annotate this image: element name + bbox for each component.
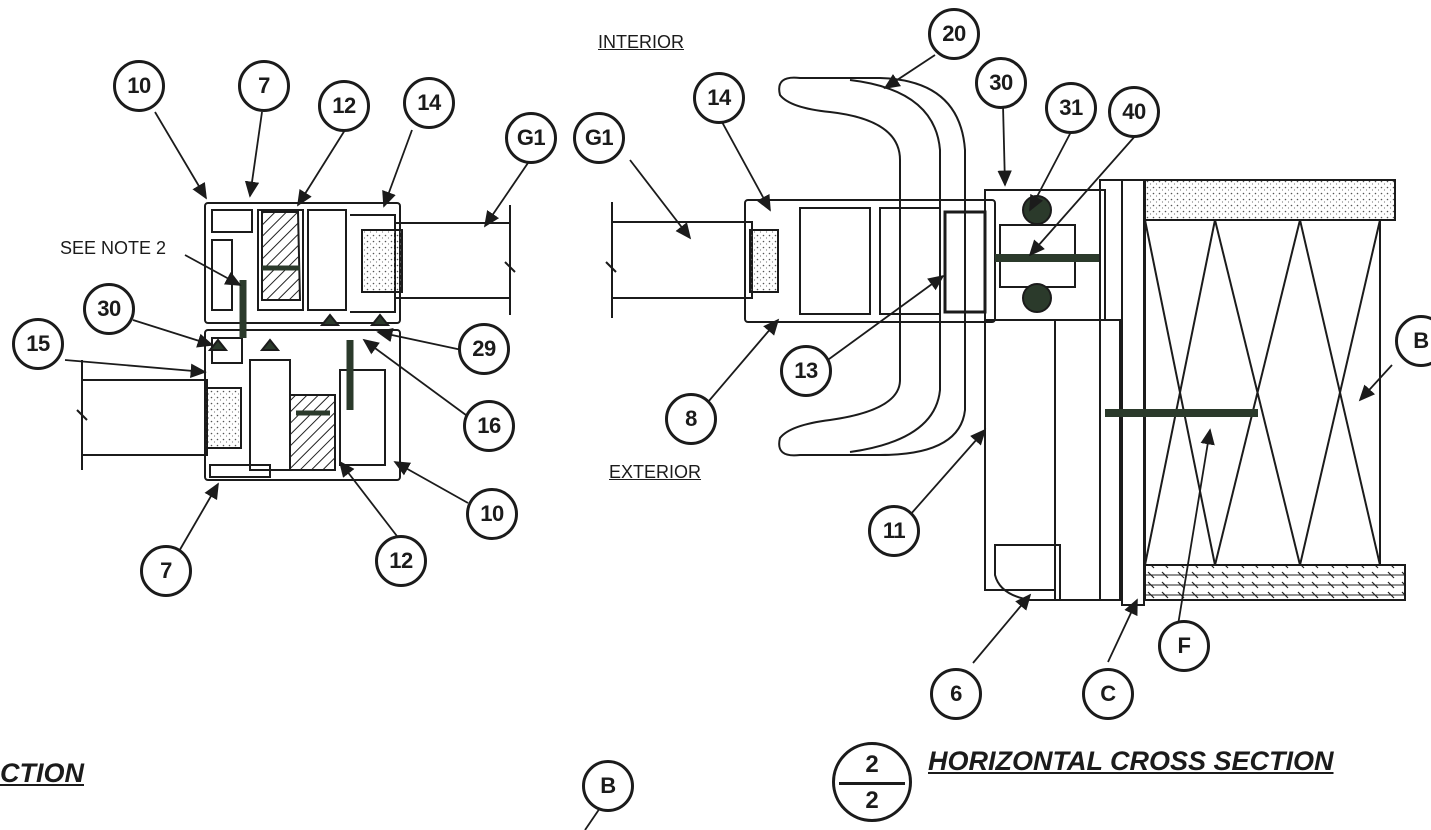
callout-10-lower: 10	[466, 488, 518, 540]
callout-40: 40	[1108, 86, 1160, 138]
callout-30-right: 30	[975, 57, 1027, 109]
callout-6: 6	[930, 668, 982, 720]
callout-12-lower: 12	[375, 535, 427, 587]
callout-7-upper: 7	[238, 60, 290, 112]
callout-14-right: 14	[693, 72, 745, 124]
bottom-leader	[584, 807, 601, 830]
section-divider	[839, 782, 905, 785]
section-number-top: 2	[865, 751, 879, 778]
callout-20: 20	[928, 8, 980, 60]
callout-31: 31	[1045, 82, 1097, 134]
callout-11: 11	[868, 505, 920, 557]
exterior-label: EXTERIOR	[609, 462, 702, 482]
callout-15: 15	[12, 318, 64, 370]
interior-label: INTERIOR	[598, 32, 685, 52]
callout-b-bottom: B	[582, 760, 634, 812]
left-section-detail	[76, 202, 516, 481]
section-title: HORIZONTAL CROSS SECTION	[928, 746, 1334, 776]
see-note-label: SEE NOTE 2	[60, 238, 167, 258]
callout-b-right: B	[1395, 315, 1431, 367]
callout-13: 13	[780, 345, 832, 397]
callout-14-left: 14	[403, 77, 455, 129]
callout-29: 29	[458, 323, 510, 375]
callout-g1-right: G1	[573, 112, 625, 164]
callout-f: F	[1158, 620, 1210, 672]
callout-g1-left: G1	[505, 112, 557, 164]
section-number-bottom: 2	[865, 787, 879, 814]
right-leader-lines	[629, 54, 1393, 664]
callout-10-upper: 10	[113, 60, 165, 112]
right-section-detail	[605, 76, 1406, 606]
callout-30-left: 30	[83, 283, 135, 335]
callout-c: C	[1082, 668, 1134, 720]
callout-7-lower: 7	[140, 545, 192, 597]
section-number-symbol: 2 2	[832, 742, 912, 822]
left-title-fragment: CTION	[0, 758, 84, 788]
callout-16: 16	[463, 400, 515, 452]
callout-12-upper: 12	[318, 80, 370, 132]
callout-8: 8	[665, 393, 717, 445]
left-leader-lines	[64, 111, 531, 554]
